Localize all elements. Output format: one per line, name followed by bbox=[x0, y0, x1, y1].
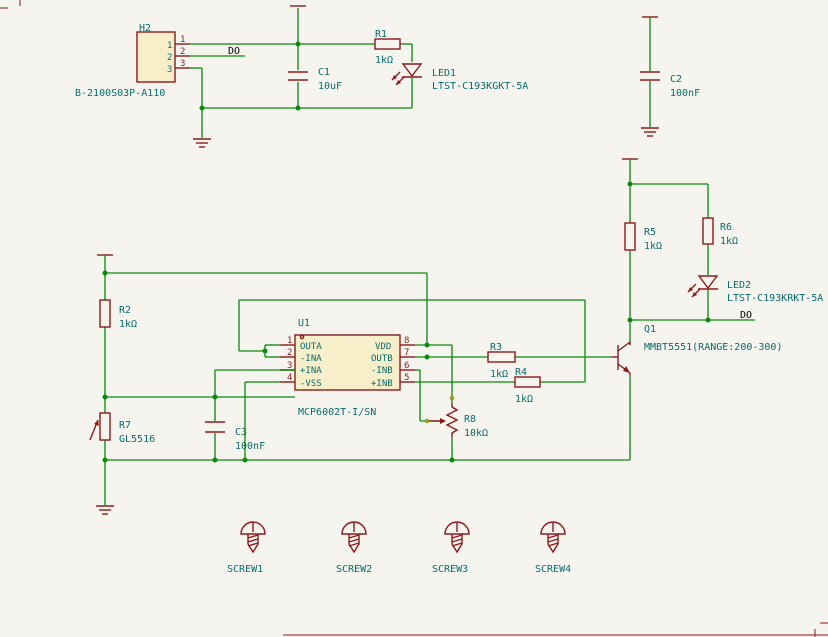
u1-pin-5: 5 bbox=[404, 373, 409, 383]
r7-value: GL5516 bbox=[119, 434, 155, 445]
u1-pin-label-2: -INA bbox=[300, 354, 322, 364]
h2-pin-3: 3 bbox=[180, 59, 185, 69]
r3-value: 1kΩ bbox=[490, 369, 508, 380]
photoresistor-r7[interactable]: R7 GL5516 bbox=[89, 412, 155, 445]
opamp-u1[interactable]: U1 MCP6002T-I/SN OUTA -INA +INA -VSS VDD… bbox=[280, 318, 415, 418]
u1-pin-7: 7 bbox=[404, 348, 409, 358]
c1-ref: C1 bbox=[318, 67, 330, 78]
screw-icon bbox=[444, 521, 470, 554]
r4-value: 1kΩ bbox=[515, 394, 533, 405]
u1-pin-8: 8 bbox=[404, 336, 409, 346]
u1-pin-2: 2 bbox=[287, 348, 292, 358]
potentiometer-r8[interactable]: R8 10kΩ bbox=[424, 395, 488, 439]
led-led2[interactable]: LED2 LTST-C193KRKT-5A bbox=[687, 275, 823, 304]
h2-pin-name-2: 2 bbox=[167, 53, 172, 63]
r5-ref: R5 bbox=[644, 227, 656, 238]
net-label-do-top: DO bbox=[228, 46, 240, 57]
c3-value: 100nF bbox=[235, 441, 265, 452]
h2-value: B-2100S03P-A110 bbox=[75, 88, 165, 99]
led2-ref: LED2 bbox=[727, 280, 751, 291]
r1-value: 1kΩ bbox=[375, 55, 393, 66]
screw-4[interactable]: SCREW4 bbox=[535, 521, 571, 575]
transistor-q1[interactable]: Q1 MMBT5551(RANGE:200-300) bbox=[612, 324, 782, 375]
c2-ref: C2 bbox=[670, 74, 682, 85]
resistor-r5[interactable]: R5 1kΩ bbox=[624, 222, 662, 252]
u1-value: MCP6002T-I/SN bbox=[298, 407, 376, 418]
resistor-r6[interactable]: R6 1kΩ bbox=[702, 217, 738, 247]
net-label-do-right: DO bbox=[740, 310, 752, 321]
led2-value: LTST-C193KRKT-5A bbox=[727, 293, 823, 304]
r1-ref: R1 bbox=[375, 29, 387, 40]
capacitor-c1[interactable]: C1 10uF bbox=[288, 67, 342, 92]
resistor-r4[interactable]: R4 1kΩ bbox=[514, 367, 541, 405]
ground-symbol-h2 bbox=[193, 138, 211, 148]
u1-pin-label-1: OUTA bbox=[300, 342, 322, 352]
screw-label-2: SCREW2 bbox=[336, 564, 372, 575]
r4-ref: R4 bbox=[515, 367, 527, 378]
q1-ref: Q1 bbox=[644, 324, 656, 335]
h2-ref: H2 bbox=[139, 23, 151, 34]
wires-right bbox=[622, 158, 755, 460]
u1-pin-label-5: +INB bbox=[371, 379, 393, 389]
r7-ref: R7 bbox=[119, 420, 131, 431]
capacitor-c2[interactable]: C2 100nF bbox=[640, 16, 700, 137]
c3-ref: C3 bbox=[235, 427, 247, 438]
screw-icon bbox=[540, 521, 566, 554]
r8-ref: R8 bbox=[464, 414, 476, 425]
led1-value: LTST-C193KGKT-5A bbox=[432, 81, 528, 92]
u1-pin-1: 1 bbox=[287, 336, 292, 346]
u1-pin-label-3: +INA bbox=[300, 366, 322, 376]
led-led1[interactable]: LED1 LTST-C193KGKT-5A bbox=[391, 63, 528, 92]
r3-ref: R3 bbox=[490, 342, 502, 353]
resistor-r3[interactable]: R3 1kΩ bbox=[487, 342, 516, 380]
screw-3[interactable]: SCREW3 bbox=[432, 521, 470, 575]
u1-pin-label-8: VDD bbox=[375, 342, 391, 352]
h2-pin-2: 2 bbox=[180, 47, 185, 57]
q1-value: MMBT5551(RANGE:200-300) bbox=[644, 342, 782, 353]
u1-pin-label-4: -VSS bbox=[300, 379, 322, 389]
led1-ref: LED1 bbox=[432, 68, 456, 79]
u1-pin-label-6: -INB bbox=[371, 366, 393, 376]
c2-value: 100nF bbox=[670, 88, 700, 99]
r6-ref: R6 bbox=[720, 222, 732, 233]
screw-label-3: SCREW3 bbox=[432, 564, 468, 575]
c1-value: 10uF bbox=[318, 81, 342, 92]
r2-value: 1kΩ bbox=[119, 319, 137, 330]
screw-icon bbox=[240, 521, 266, 554]
r8-value: 10kΩ bbox=[464, 428, 488, 439]
resistor-r2[interactable]: R2 1kΩ bbox=[99, 299, 137, 330]
screw-icon bbox=[341, 521, 367, 554]
r6-value: 1kΩ bbox=[720, 236, 738, 247]
h2-pin-name-3: 3 bbox=[167, 65, 172, 75]
u1-pin-label-7: OUTB bbox=[371, 354, 393, 364]
screw-label-1: SCREW1 bbox=[227, 564, 263, 575]
screw-2[interactable]: SCREW2 bbox=[336, 521, 372, 575]
h2-pin-1: 1 bbox=[180, 35, 185, 45]
h2-pin-name-1: 1 bbox=[167, 41, 172, 51]
wires-left bbox=[97, 254, 630, 505]
r5-value: 1kΩ bbox=[644, 241, 662, 252]
u1-ref: U1 bbox=[298, 318, 310, 329]
wires-top bbox=[190, 8, 413, 138]
u1-pin-3: 3 bbox=[287, 361, 292, 371]
u1-pin-6: 6 bbox=[404, 361, 409, 371]
capacitor-c3[interactable]: C3 100nF bbox=[205, 421, 265, 452]
r2-ref: R2 bbox=[119, 305, 131, 316]
screw-1[interactable]: SCREW1 bbox=[227, 521, 266, 575]
u1-pin-4: 4 bbox=[287, 373, 292, 383]
resistor-r1[interactable]: R1 1kΩ bbox=[374, 29, 401, 66]
ground-symbol-r7 bbox=[96, 505, 114, 515]
screw-label-4: SCREW4 bbox=[535, 564, 571, 575]
connector-h2[interactable]: H2 B-2100S03P-A110 1 2 3 1 2 3 bbox=[75, 23, 190, 99]
